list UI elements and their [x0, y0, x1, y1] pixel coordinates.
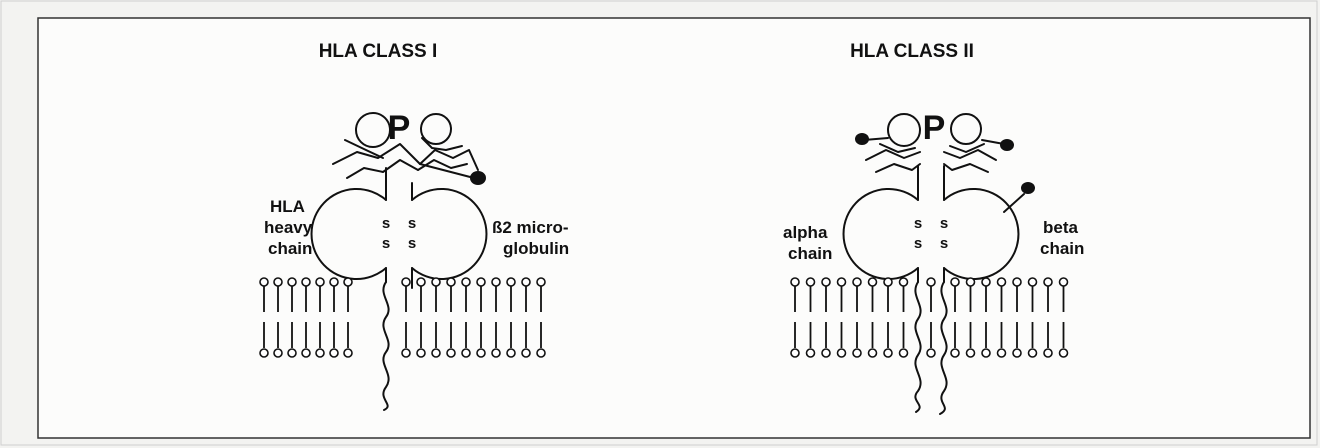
- class-ii-beta2-carbohydrate-dot: [1021, 182, 1035, 194]
- class-i-carbohydrate-dot: [470, 171, 486, 185]
- class-i-b2m-disulfide-bottom: s: [408, 235, 416, 252]
- class-i-right-label-2: globulin: [503, 239, 569, 258]
- class-i-title: HLA CLASS I: [319, 41, 438, 62]
- class-ii-beta-disulfide-bottom: s: [940, 235, 948, 252]
- class-i-heavy-disulfide-top: s: [382, 215, 390, 232]
- class-i-heavy-disulfide-bottom: s: [382, 235, 390, 252]
- class-ii-beta-disulfide-top: s: [940, 215, 948, 232]
- class-ii-right-label-2: chain: [1040, 239, 1084, 258]
- class-i-left-label-1: HLA: [270, 197, 305, 216]
- class-ii-left-label-1: alpha: [783, 223, 828, 242]
- class-i-peptide-label: P: [388, 109, 411, 147]
- class-ii-beta1-carbohydrate-dot: [1000, 139, 1014, 151]
- panel-frame: [38, 18, 1310, 438]
- class-i-b2m-disulfide-top: s: [408, 215, 416, 232]
- class-ii-title: HLA CLASS II: [850, 41, 974, 62]
- class-ii-alpha-disulfide-bottom: s: [914, 235, 922, 252]
- class-ii-peptide-label: P: [923, 109, 946, 147]
- class-i-left-label-2: heavy: [264, 218, 313, 237]
- class-ii-left-label-2: chain: [788, 244, 832, 263]
- class-ii-alpha-disulfide-top: s: [914, 215, 922, 232]
- class-i-right-label-1: ß2 micro-: [492, 218, 569, 237]
- class-ii-alpha1-carbohydrate-dot: [855, 133, 869, 145]
- class-ii-right-label-1: beta: [1043, 218, 1079, 237]
- class-i-left-label-3: chain: [268, 239, 312, 258]
